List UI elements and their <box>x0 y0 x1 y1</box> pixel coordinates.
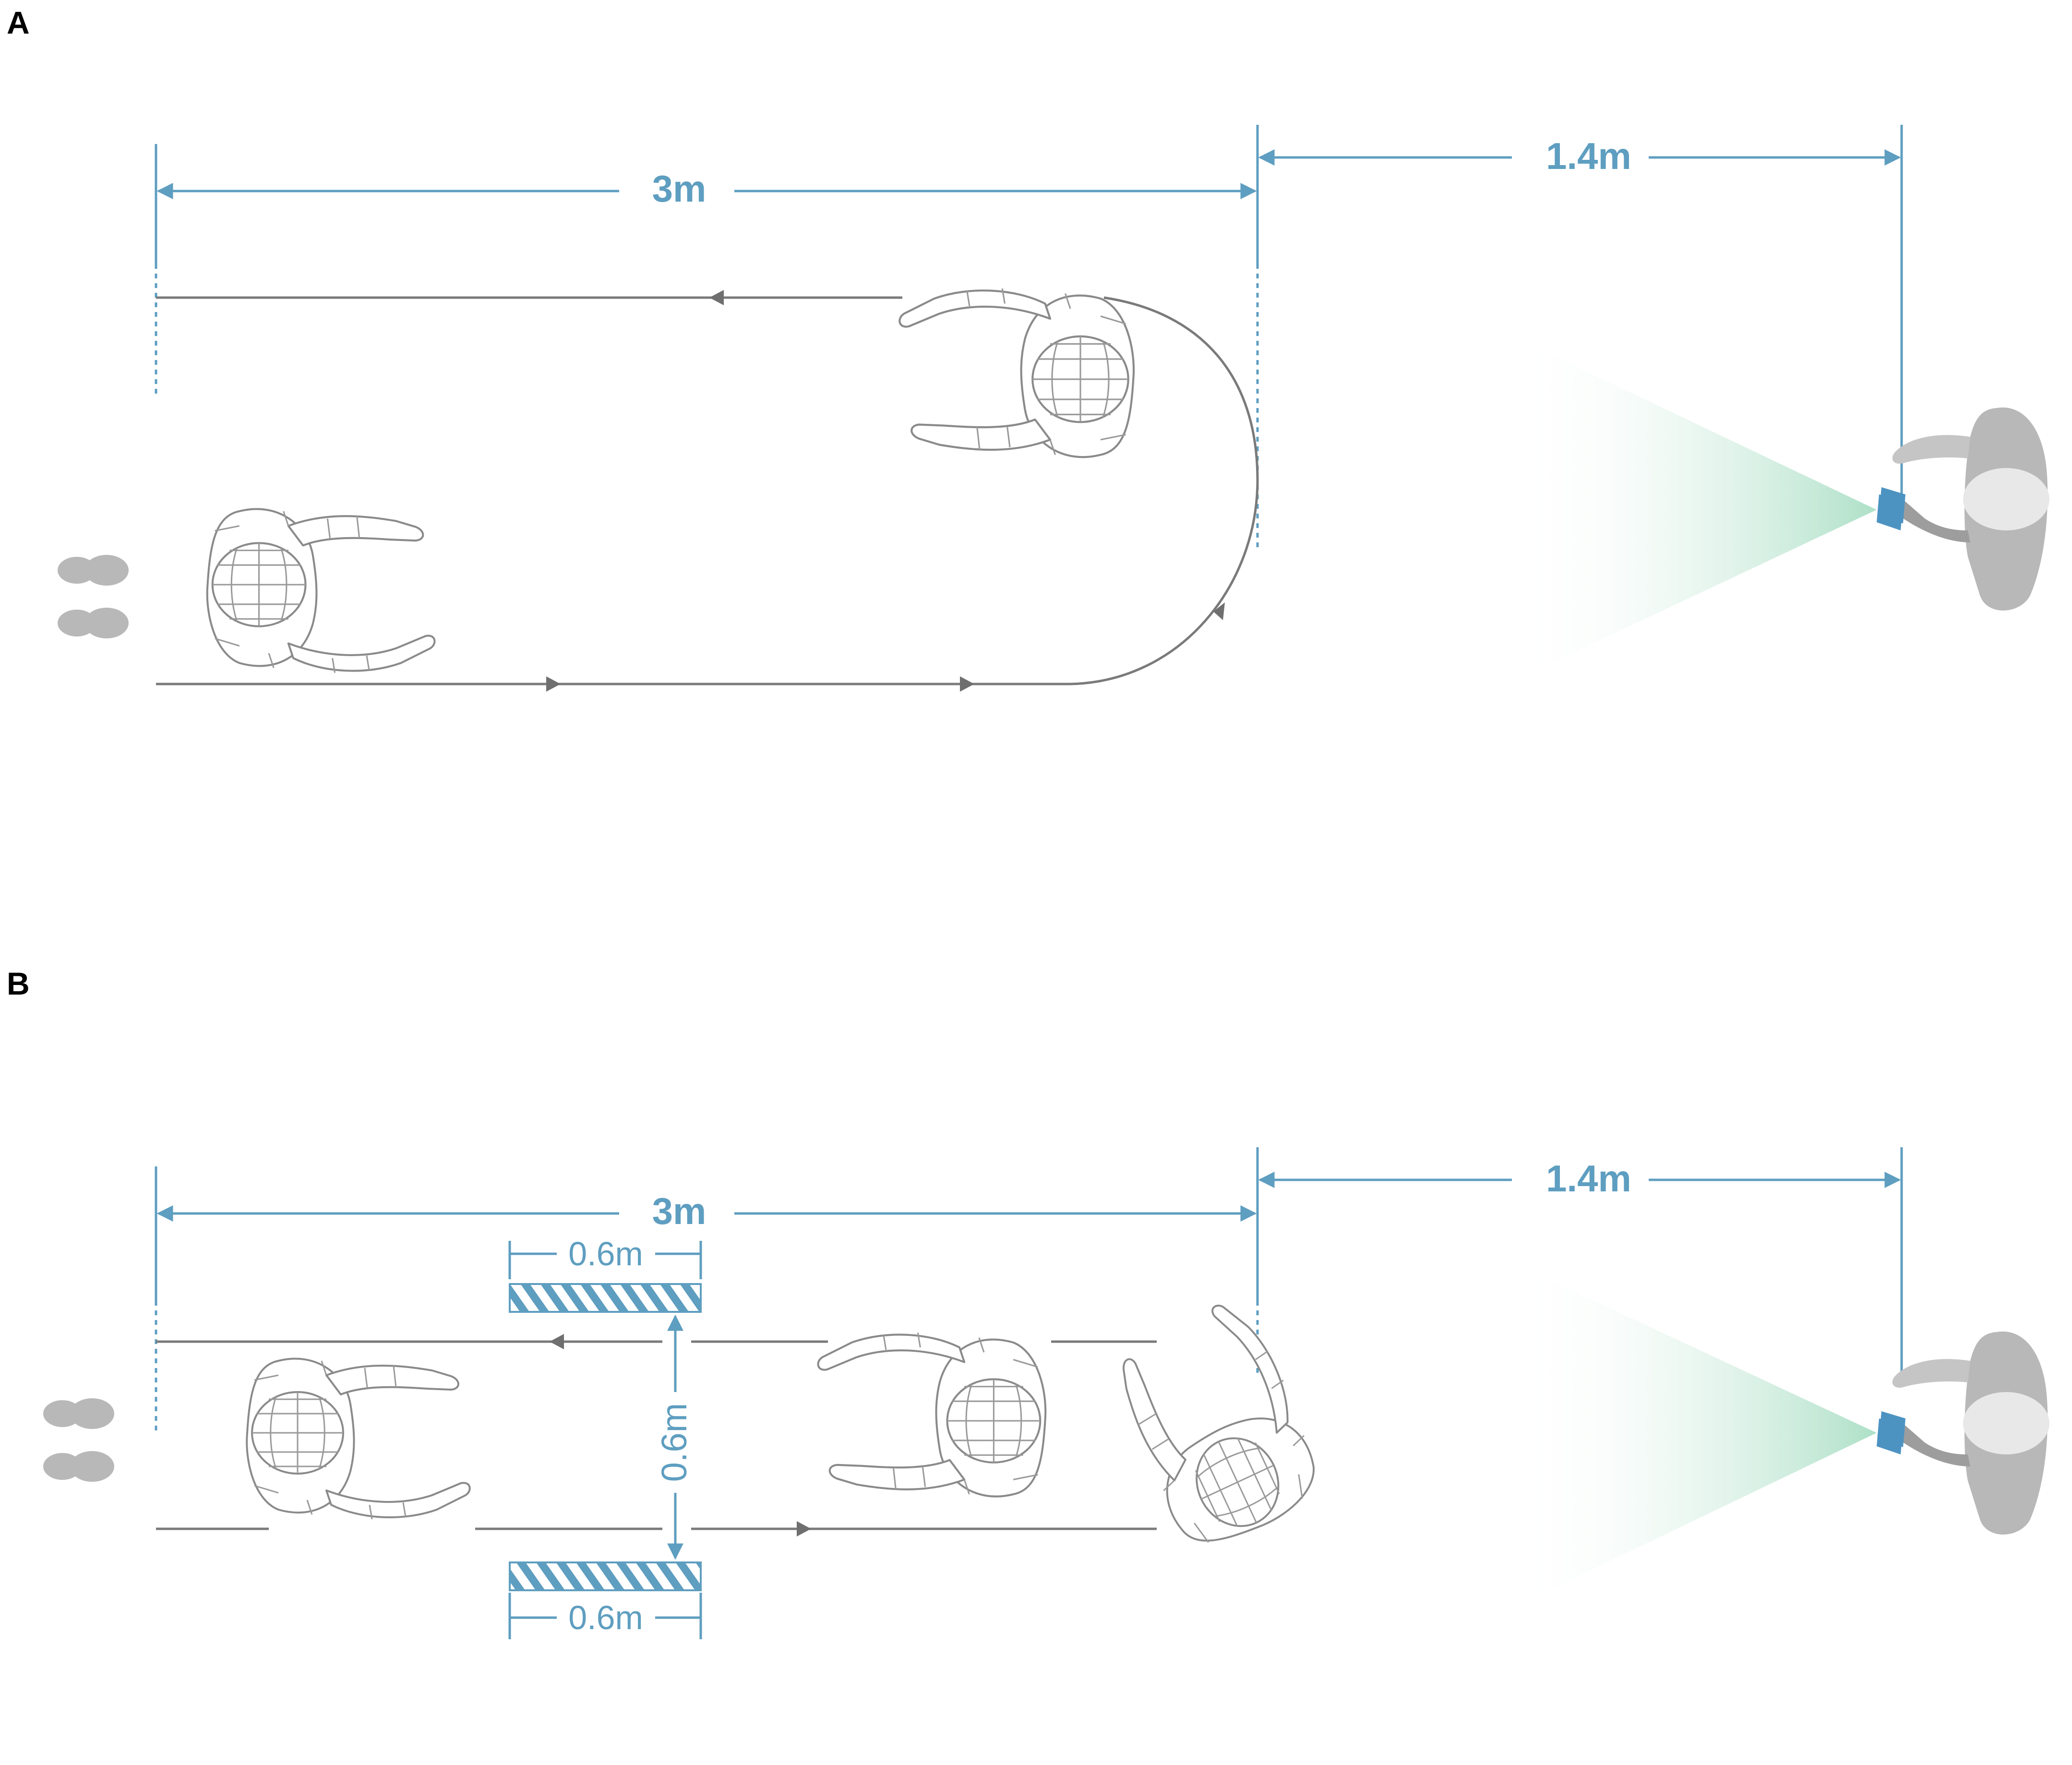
wireframe-walker-icon <box>818 1333 1046 1496</box>
walking-path <box>156 296 1259 685</box>
obstacle-width-top-label: 0.6m <box>568 1235 643 1273</box>
path-arrow-icon <box>1213 602 1225 620</box>
walkway-length-dimension: 3m <box>155 1147 1259 1430</box>
walkway-length-label: 3m <box>652 168 707 210</box>
panel-a: A 3m 1.4m <box>7 5 2049 692</box>
camera-operator-icon <box>1879 407 2049 611</box>
camera-operator-icon <box>1879 1331 2049 1535</box>
path-arrow-icon <box>550 1334 564 1349</box>
panel-b: B 3m 1.4m 0.6m <box>7 966 2049 1639</box>
wireframe-walker-icon <box>899 288 1134 457</box>
camera-icon <box>1877 1418 1903 1454</box>
path-arrow-icon <box>797 1521 811 1537</box>
path-arrow-icon <box>960 676 974 692</box>
camera-distance-label: 1.4m <box>1546 1157 1631 1200</box>
obstacle-gap-dimension: 0.6m <box>654 1314 694 1560</box>
obstacle-bottom: 0.6m <box>508 1561 702 1639</box>
obstacle-gap-label: 0.6m <box>654 1403 694 1482</box>
obstacle-hatch-icon <box>509 1561 702 1591</box>
path-arrow-icon <box>546 676 561 692</box>
walking-path <box>156 1340 1157 1530</box>
wireframe-walker-icon <box>207 509 435 672</box>
path-arrow-icon <box>709 290 724 305</box>
camera-field-of-view <box>1512 1262 1877 1608</box>
obstacle-top: 0.6m <box>508 1235 702 1313</box>
footprints-icon <box>58 555 129 638</box>
wireframe-walker-icon <box>1099 1292 1336 1559</box>
camera-icon <box>1877 494 1903 530</box>
camera-distance-dimension: 1.4m <box>1258 125 1903 523</box>
panel-a-label: A <box>7 5 30 40</box>
walkway-length-label: 3m <box>652 1190 707 1232</box>
camera-distance-label: 1.4m <box>1546 135 1631 177</box>
wireframe-walker-icon <box>246 1357 471 1520</box>
obstacle-hatch-icon <box>509 1283 702 1313</box>
obstacle-width-bottom-label: 0.6m <box>568 1599 643 1636</box>
camera-field-of-view <box>1512 336 1877 682</box>
footprints-icon <box>43 1398 114 1482</box>
panel-b-label: B <box>7 966 30 1001</box>
camera-distance-dimension: 1.4m <box>1258 1147 1903 1378</box>
